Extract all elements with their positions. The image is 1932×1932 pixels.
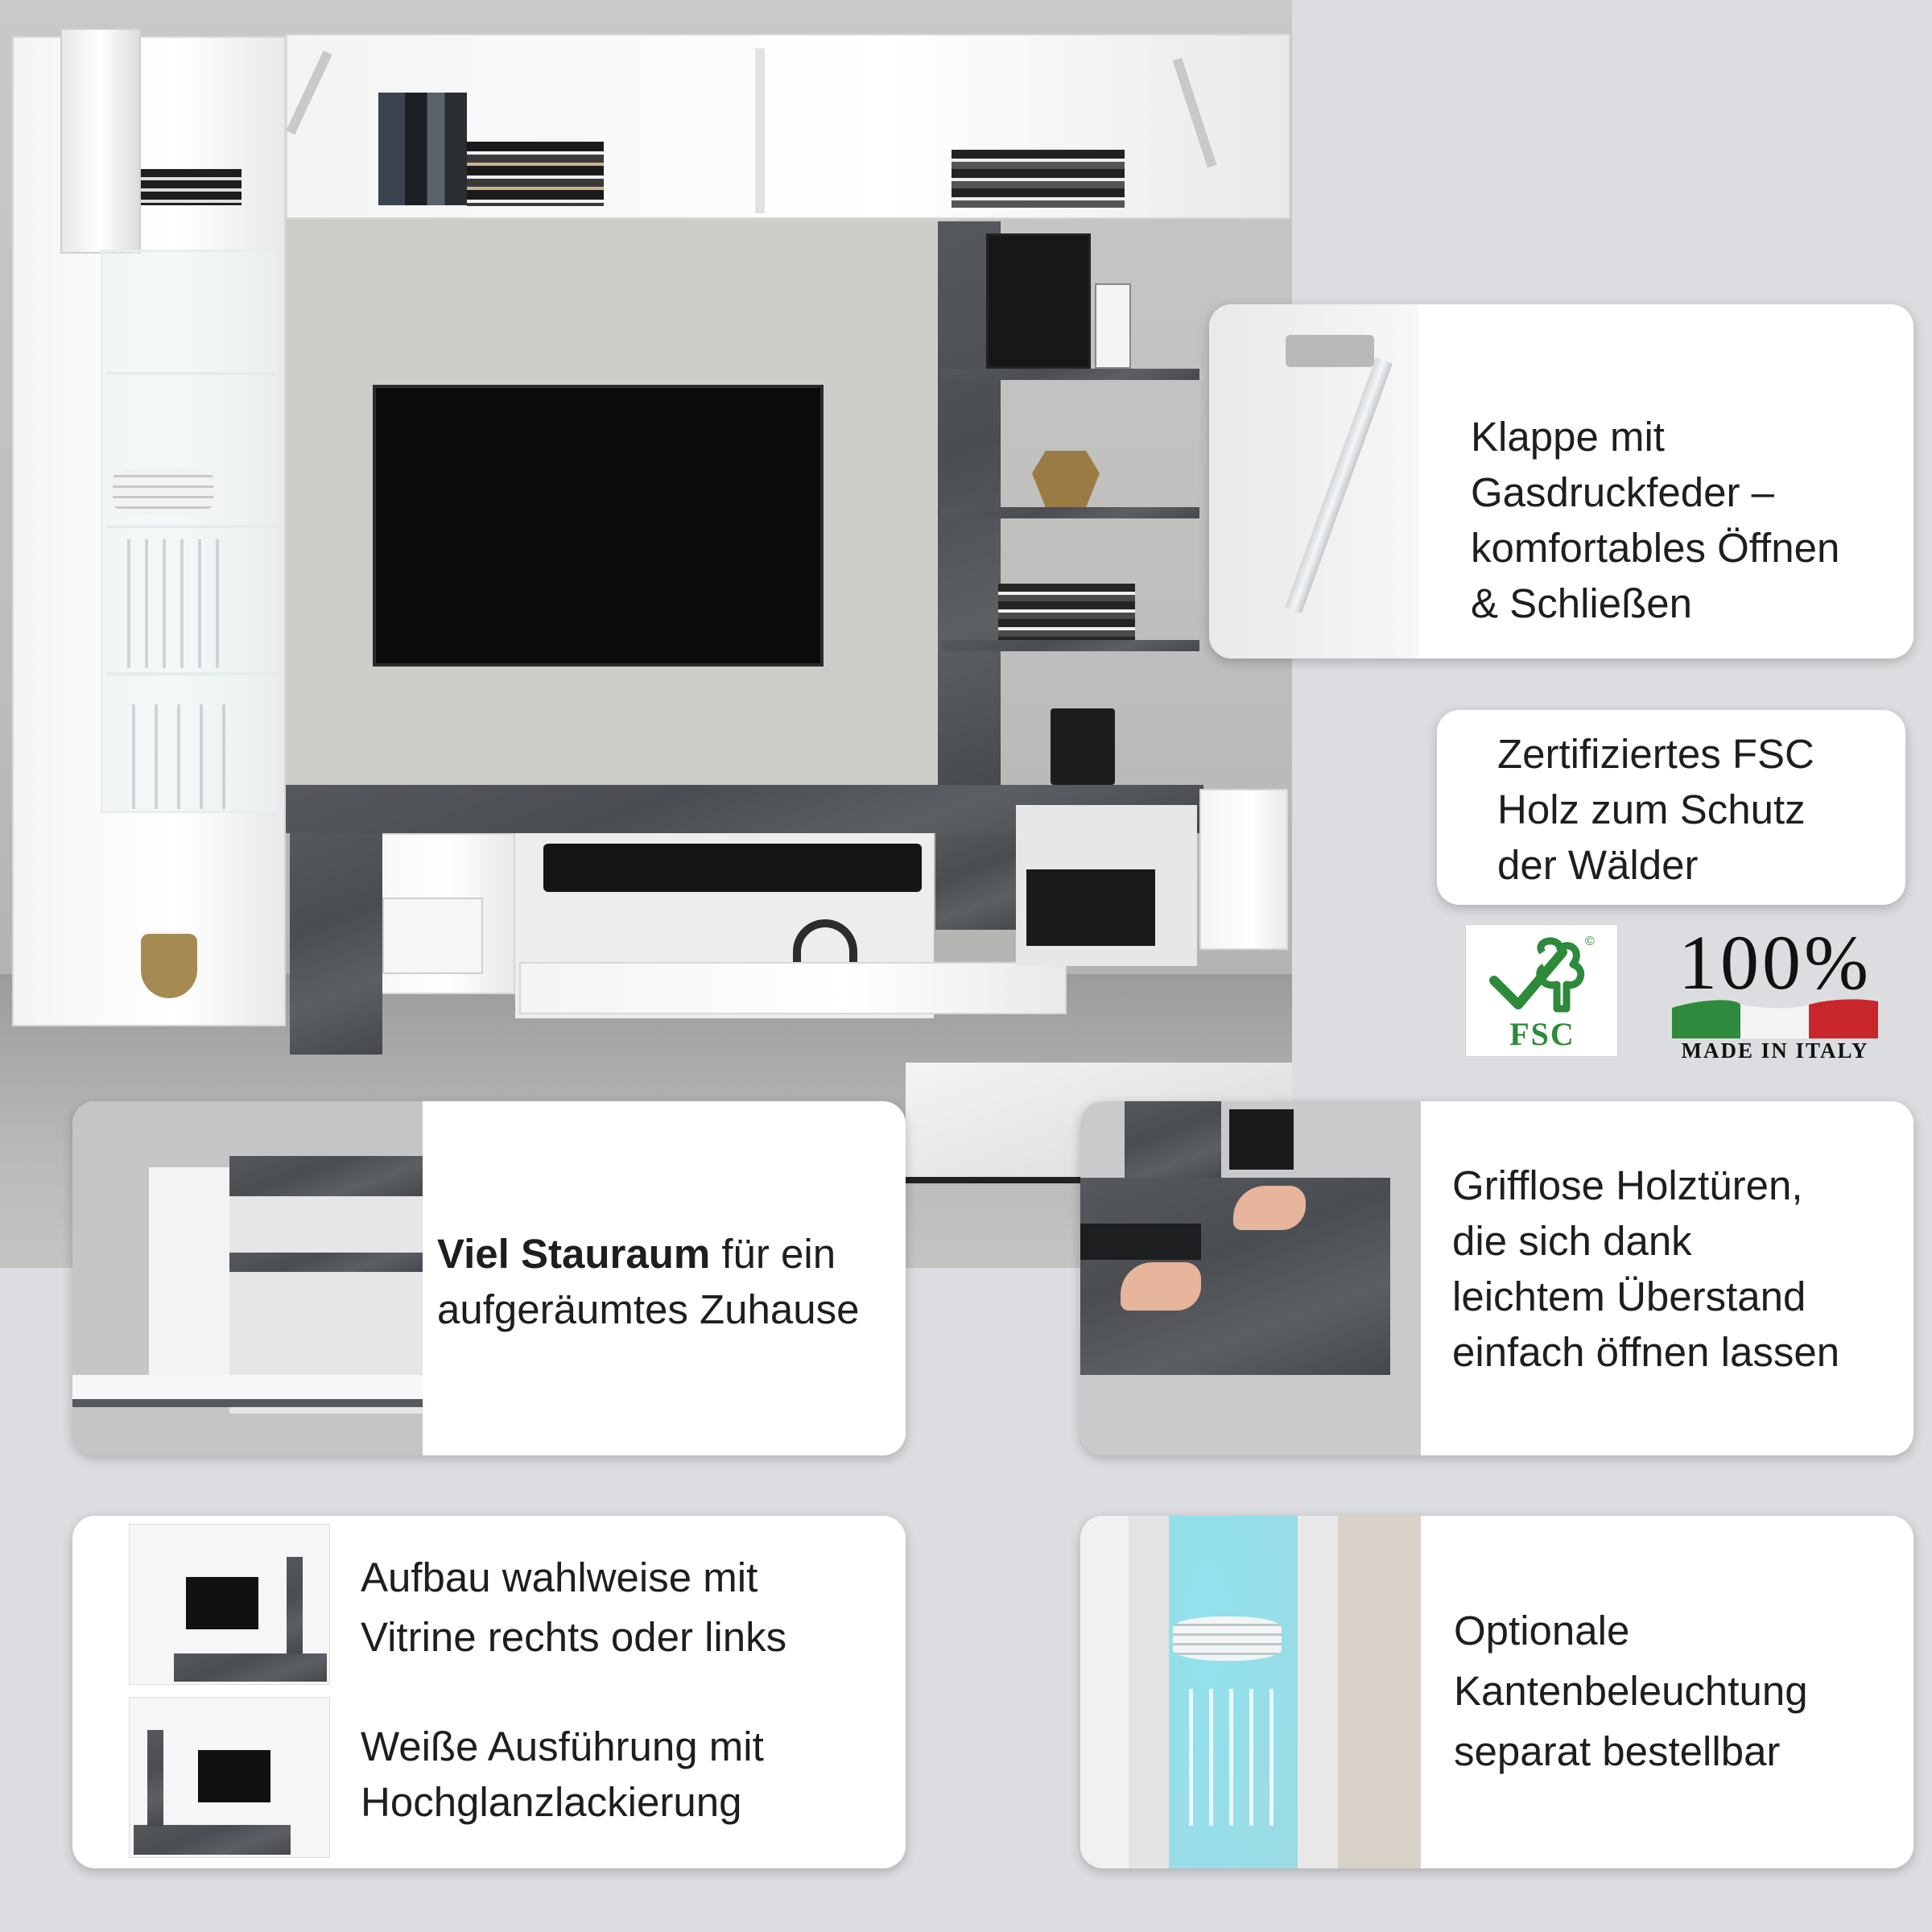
fsc-line-1: Zertifiziertes FSC bbox=[1497, 731, 1814, 777]
gas-spring-piston bbox=[1285, 357, 1393, 613]
lowboard-right-section bbox=[935, 833, 1016, 930]
lit-glasses bbox=[1173, 1689, 1290, 1826]
thumb1-lowboard bbox=[174, 1653, 327, 1682]
lowboard-drop-flap bbox=[519, 962, 1067, 1014]
hand-icon-upper bbox=[1233, 1186, 1306, 1230]
storage-photo-shelf bbox=[229, 1253, 423, 1272]
fsc-registered-mark: © bbox=[1585, 935, 1595, 948]
handleless-line-4: einfach öffnen lassen bbox=[1452, 1329, 1840, 1375]
handleless-photo-speaker bbox=[1229, 1109, 1294, 1170]
tower-shelf-1 bbox=[942, 369, 1199, 380]
storage-headline-bold: Viel Stauraum bbox=[437, 1231, 711, 1277]
headphones bbox=[793, 919, 857, 964]
lighting-line-1: Optionale bbox=[1454, 1608, 1630, 1653]
handleless-photo-tower bbox=[1125, 1101, 1221, 1182]
italy-made-text: MADE IN ITALY bbox=[1681, 1038, 1869, 1063]
tower-shelf-3 bbox=[942, 640, 1199, 651]
lighting-photo bbox=[1080, 1516, 1421, 1868]
tower-books bbox=[998, 584, 1135, 640]
thumb2-wall-tv bbox=[198, 1750, 270, 1802]
handleless-photo bbox=[1080, 1101, 1421, 1455]
storage-photo bbox=[72, 1101, 423, 1455]
fsc-line-2: Holz zum Schutz bbox=[1497, 786, 1806, 832]
gold-vase bbox=[1032, 451, 1100, 507]
feature-card-lighting: Optionale Kantenbeleuchtung separat best… bbox=[1080, 1516, 1913, 1868]
gas-spring-line-4: & Schließen bbox=[1471, 580, 1692, 626]
feature-card-fsc: Zertifiziertes FSC Holz zum Schutz der W… bbox=[1437, 710, 1905, 905]
lit-plates bbox=[1173, 1616, 1282, 1661]
tower-shelf-2 bbox=[942, 507, 1199, 518]
thumb1-wall-tv bbox=[186, 1577, 258, 1629]
black-box bbox=[1026, 869, 1155, 946]
art-frame bbox=[986, 233, 1091, 369]
storage-photo-top bbox=[229, 1156, 423, 1196]
top-cabinet-divider bbox=[755, 48, 765, 213]
wall-tv bbox=[373, 385, 824, 667]
handleless-photo-niche bbox=[1080, 1224, 1201, 1260]
thumb2-tower bbox=[147, 1730, 163, 1827]
vitrine-gloss-door bbox=[60, 28, 141, 254]
storage-photo-flap bbox=[72, 1375, 423, 1407]
hinge-icon bbox=[1286, 335, 1374, 367]
books-left bbox=[378, 93, 467, 205]
fsc-tree-icon bbox=[1489, 937, 1585, 1013]
storage-photo-compartment bbox=[149, 1167, 229, 1401]
assembly-line-2: Vitrine rechts oder links bbox=[361, 1614, 787, 1660]
vitrine-top-books bbox=[141, 169, 242, 205]
lowboard-left-door-open bbox=[290, 833, 382, 1055]
gas-spring-line-3: komfortables Öffnen bbox=[1471, 525, 1840, 571]
gold-bowl bbox=[141, 934, 197, 998]
storage-headline-rest: für ein bbox=[710, 1231, 836, 1277]
fsc-logo-label: FSC bbox=[1509, 1016, 1575, 1052]
subwoofer-speaker bbox=[1051, 708, 1115, 785]
lighting-line-3: separat bestellbar bbox=[1454, 1728, 1781, 1774]
thumb1-tower bbox=[287, 1557, 303, 1653]
variant-thumbnail-vitrine-left bbox=[129, 1697, 330, 1858]
finish-line-2: Hochglanzlackierung bbox=[361, 1779, 742, 1825]
storage-line-2: aufgeräumtes Zuhause bbox=[437, 1286, 860, 1332]
thumb2-lowboard bbox=[134, 1825, 291, 1855]
made-in-italy-logo: 100% MADE IN ITALY bbox=[1670, 919, 1880, 1063]
assembly-line-1: Aufbau wahlweise mit bbox=[361, 1554, 758, 1600]
handleless-line-1: Grifflose Holztüren, bbox=[1452, 1162, 1803, 1208]
feature-card-gas-spring: Klappe mit Gasdruckfeder – komfortables … bbox=[1209, 304, 1913, 658]
hand-icon-lower bbox=[1121, 1262, 1201, 1311]
vitrine-glass-shelf-3 bbox=[106, 672, 275, 675]
books-stack-right bbox=[952, 150, 1125, 208]
art-frame-small bbox=[1095, 283, 1131, 369]
handleless-line-2: die sich dank bbox=[1452, 1218, 1692, 1264]
white-printer bbox=[382, 898, 483, 974]
vitrine-glass-shelf-2 bbox=[106, 525, 275, 528]
fsc-logo: © FSC bbox=[1465, 924, 1618, 1057]
feature-card-handleless: Grifflose Holztüren, die sich dank leich… bbox=[1080, 1101, 1913, 1455]
wine-glasses-lower bbox=[113, 704, 225, 809]
wine-glasses bbox=[113, 539, 225, 668]
lighting-line-2: Kantenbeleuchtung bbox=[1454, 1668, 1808, 1714]
lowboard-right-door-open bbox=[1199, 789, 1288, 950]
fsc-line-3: der Wälder bbox=[1497, 842, 1699, 888]
vitrine-glass-shelf-1 bbox=[106, 372, 275, 375]
gas-spring-line-1: Klappe mit bbox=[1471, 414, 1665, 460]
italian-flag-icon bbox=[1672, 999, 1878, 1038]
italy-percent: 100% bbox=[1678, 919, 1872, 1005]
stacked-plates bbox=[113, 467, 213, 515]
soundbar bbox=[543, 844, 922, 892]
feature-card-assembly: Aufbau wahlweise mit Vitrine rechts oder… bbox=[72, 1516, 906, 1868]
variant-thumbnail-vitrine-right bbox=[129, 1524, 330, 1685]
books-stack bbox=[467, 142, 604, 206]
hero-product-photo bbox=[0, 0, 1292, 1268]
feature-card-storage: Viel Stauraum für ein aufgeräumtes Zuhau… bbox=[72, 1101, 906, 1455]
gas-spring-line-2: Gasdruckfeder – bbox=[1471, 469, 1775, 515]
finish-line-1: Weiße Ausführung mit bbox=[361, 1724, 764, 1769]
gas-spring-photo bbox=[1209, 304, 1418, 658]
handleless-line-3: leichtem Überstand bbox=[1452, 1274, 1806, 1319]
